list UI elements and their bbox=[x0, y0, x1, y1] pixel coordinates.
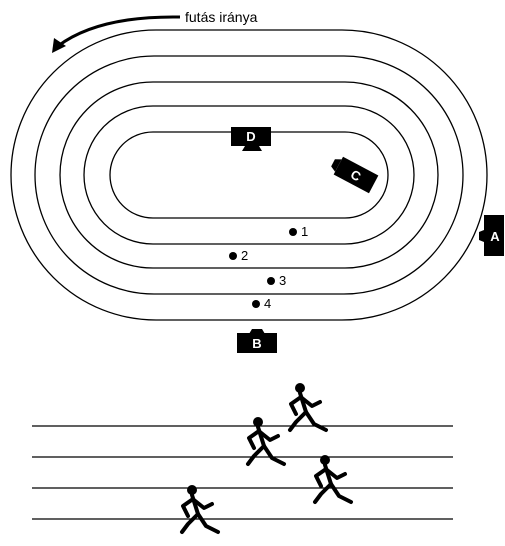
camera-d: D bbox=[231, 127, 271, 151]
position-4-label: 4 bbox=[264, 296, 271, 311]
camera-b: B bbox=[237, 329, 277, 353]
camera-c: C bbox=[328, 154, 378, 193]
camera-a: A bbox=[479, 215, 504, 256]
camera-b-label: B bbox=[252, 336, 261, 351]
track-lane-3 bbox=[60, 82, 438, 268]
runner-figure-1 bbox=[290, 383, 326, 430]
position-4: 4 bbox=[252, 296, 271, 311]
position-1-label: 1 bbox=[301, 224, 308, 239]
position-3-label: 3 bbox=[279, 273, 286, 288]
runner-figure-3 bbox=[315, 455, 351, 502]
camera-a-label: A bbox=[490, 229, 500, 244]
straight-lanes bbox=[32, 426, 453, 519]
camera-d-label: D bbox=[246, 129, 255, 144]
track-lane-2 bbox=[35, 56, 463, 294]
direction-label: futás iránya bbox=[185, 9, 258, 25]
position-3: 3 bbox=[267, 273, 286, 288]
track-lanes bbox=[11, 30, 487, 320]
position-1: 1 bbox=[289, 224, 308, 239]
position-2-label: 2 bbox=[241, 248, 248, 263]
runner-figure-4 bbox=[182, 485, 218, 532]
position-2: 2 bbox=[229, 248, 248, 263]
track-lane-outer bbox=[11, 30, 487, 320]
